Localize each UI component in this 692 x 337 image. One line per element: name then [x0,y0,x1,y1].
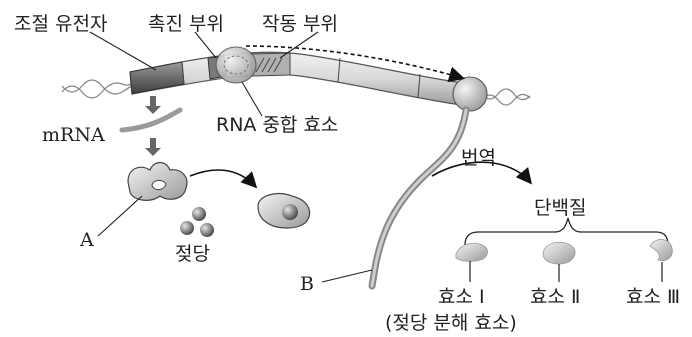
label-enzyme-1-note: (젖당 분해 효소) [385,312,517,334]
label-operator: 작동 부위 [262,13,338,35]
label-enzyme-1: 효소 Ⅰ [438,286,485,308]
label-promoter: 촉진 부위 [148,13,224,35]
label-a: A [79,229,94,251]
dna-strand [130,52,470,106]
regulatory-gene-segment [130,62,184,94]
label-enzyme-2: 효소 Ⅱ [530,286,580,308]
dna-helix-left [62,78,134,98]
label-b: B [300,273,314,295]
label-translation: 번역 [461,147,496,169]
repressor-lactose-complex [258,194,310,228]
rna-polymerase-start [216,47,256,83]
mrna-b-strand [372,110,466,286]
repressor-a [128,163,187,201]
label-enzyme-3: 효소 Ⅲ [626,286,680,308]
label-regulatory-gene: 조절 유전자 [14,13,107,35]
enzyme-2-shape [543,242,575,282]
mrna-short-strand [122,110,180,130]
leader-promoter [195,32,216,58]
leader-a [98,196,142,236]
dna-helix-right [482,89,530,105]
leader-polymerase [242,82,262,116]
rna-polymerase-end [453,77,487,111]
enzyme-3-shape [650,239,672,282]
leader-regulatory-gene [90,32,156,70]
lactose-molecules [180,207,214,237]
label-rna-polymerase: RNA 중합 효소 [216,114,338,136]
label-protein: 단백질 [534,197,586,219]
label-mrna: mRNA [42,124,105,146]
down-arrow-2 [145,138,161,156]
leader-b [322,270,372,282]
regulatory-expression-pathway [122,96,180,156]
enzyme-1-shape [456,243,487,282]
label-lactose: 젖당 [175,243,210,265]
down-arrow-1 [145,96,161,114]
binding-arrow [190,170,255,186]
protein-brace [465,218,668,245]
